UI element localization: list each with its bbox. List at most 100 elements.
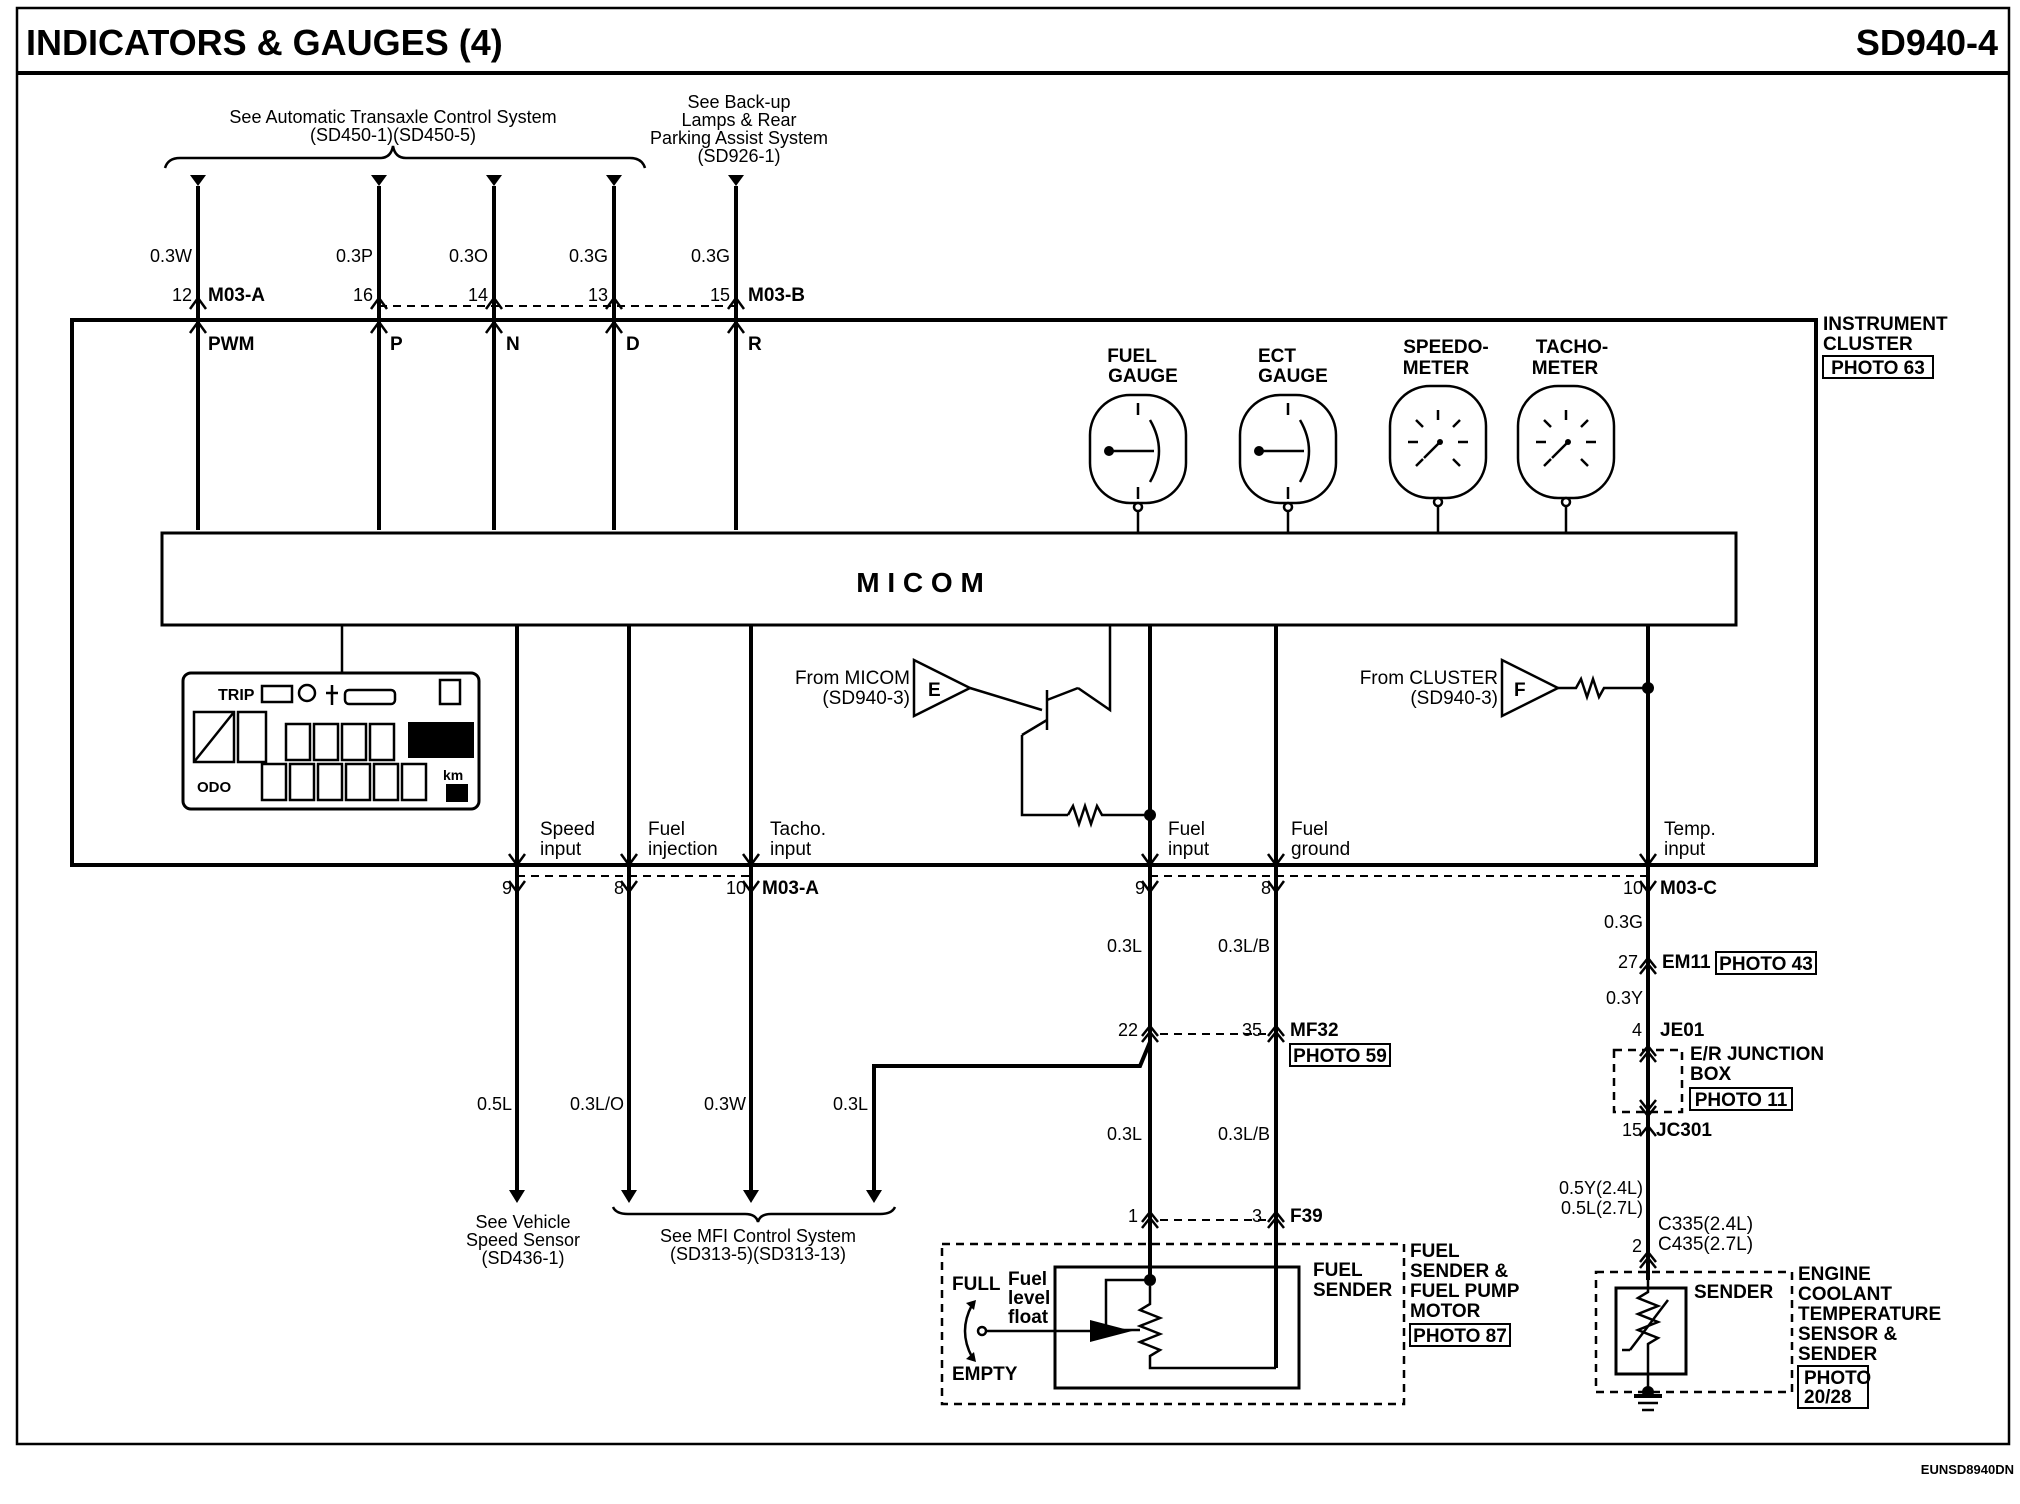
wire-injection-color: 0.3L/O: [570, 1094, 624, 1114]
backup-reference-line1: See Back-up: [687, 92, 790, 112]
connector-je01: JE01: [1660, 1020, 1705, 1041]
svg-text:ECT: ECT: [1258, 346, 1296, 367]
float-label-2: level: [1008, 1288, 1050, 1309]
fuel-input-label-1: Fuel: [1168, 819, 1205, 840]
svg-text:GAUGE: GAUGE: [1108, 366, 1178, 387]
fuel-ground-label-2: ground: [1291, 839, 1350, 860]
diagram-code: EUNSD8940DN: [1921, 1462, 2014, 1477]
mfi-reference-line2: (SD313-5)(SD313-13): [670, 1244, 846, 1264]
fuel-transistor: [969, 625, 1156, 828]
pin-number: 13: [588, 285, 608, 305]
unit-label: km: [443, 767, 463, 783]
pin-15: 15: [1622, 1120, 1642, 1140]
jc301-chevron: [1639, 1123, 1657, 1137]
svg-text:METER: METER: [1532, 358, 1599, 379]
photo-59-box: [1289, 1043, 1391, 1067]
mfi-fuel-branch-wire: [872, 1041, 1152, 1190]
signal-label: R: [748, 334, 762, 355]
pin-fuel-ground: 8: [1261, 878, 1271, 898]
signal-label: N: [506, 334, 520, 355]
speed-wire-arrow: [509, 1190, 525, 1203]
temp-pullup-resistor: [1558, 675, 1648, 701]
wire-color: 0.3G: [569, 246, 608, 266]
assy-label-2: SENDER &: [1410, 1261, 1508, 1282]
vss-reference-line1: See Vehicle: [475, 1212, 570, 1232]
pin-temp-input: 10: [1623, 878, 1643, 898]
photo-87-label: PHOTO 87: [1413, 1326, 1507, 1347]
top-wire-d: 0.3G 13 D: [569, 175, 640, 530]
ats-reference-line1: See Automatic Transaxle Control System: [229, 107, 556, 127]
pin-1: 1: [1128, 1206, 1138, 1226]
connector-m03b: M03-B: [748, 285, 805, 306]
photo-63-label: PHOTO 63: [1831, 358, 1925, 379]
lcd-display: TRIP ODO km: [181, 625, 481, 811]
temp-wire-color-3a: 0.5Y(2.4L): [1559, 1178, 1643, 1198]
top-wire-pwm: 0.3W 12 PWM: [150, 175, 254, 530]
connector-m03c: M03-C: [1660, 878, 1717, 899]
fuel-ground-wire-color: 0.3L/B: [1218, 936, 1270, 956]
backup-reference-line2: Lamps & Rear: [681, 110, 796, 130]
temp-wire-color-2: 0.3Y: [1606, 988, 1643, 1008]
fuel-sender-label-1: FUEL: [1313, 1260, 1363, 1281]
full-label: FULL: [952, 1274, 1001, 1295]
from-micom-ref: (SD940-3): [822, 688, 910, 709]
pin-2: 2: [1632, 1236, 1642, 1256]
empty-label: EMPTY: [952, 1364, 1018, 1385]
connector-c435: C435(2.7L): [1658, 1234, 1753, 1255]
ect-label-5: SENDER: [1798, 1344, 1877, 1365]
injection-wire-arrow: [621, 1190, 637, 1203]
speed-input-label-2: input: [540, 839, 582, 860]
temp-wire-color-1: 0.3G: [1604, 912, 1643, 932]
pin-tacho: 10: [726, 878, 746, 898]
micom-label: M I C O M: [856, 567, 984, 598]
fuel-ground-label-1: Fuel: [1291, 819, 1328, 840]
assy-label-1: FUEL: [1410, 1241, 1460, 1262]
pin-number: 12: [172, 285, 192, 305]
tacho-input-label-1: Tacho.: [770, 819, 826, 840]
cluster-label-line2: CLUSTER: [1823, 334, 1913, 355]
pin-22: 22: [1118, 1020, 1138, 1040]
wire-speed-color: 0.5L: [477, 1094, 512, 1114]
speedometer: SPEEDO- METER: [1388, 337, 1489, 534]
page-title: INDICATORS & GAUGES (4): [26, 22, 503, 63]
top-wire-p: 0.3P 16 P: [336, 175, 403, 530]
connector-f39: F39: [1290, 1206, 1323, 1227]
wire-color: 0.3P: [336, 246, 373, 266]
connector-m03a-bottom: M03-A: [762, 878, 819, 899]
ect-sender-label: SENDER: [1694, 1282, 1773, 1303]
temp-wire-color-3b: 0.5L(2.7L): [1561, 1198, 1643, 1218]
speed-input-label-1: Speed: [540, 819, 595, 840]
ect-label-1: ENGINE: [1798, 1264, 1871, 1285]
float-label-3: float: [1008, 1307, 1049, 1328]
temp-junction-dot: [1642, 682, 1654, 694]
ect-sender-assembly: SENDER ENGINE COOLANT TEMPERATURE SENSOR…: [1594, 1264, 1941, 1412]
page-frame: [15, 6, 2011, 1446]
photo-63-box: [1822, 355, 1934, 379]
mfi-branch-arrow: [866, 1190, 882, 1203]
from-cluster-triangle: [1500, 657, 1561, 719]
fuel-input-label-2: input: [1168, 839, 1210, 860]
backup-reference-line3: Parking Assist System: [650, 128, 828, 148]
mfi-branch-color: 0.3L: [833, 1094, 868, 1114]
top-wire-r: 0.3G 15 R: [691, 175, 762, 530]
c335-chevron-1: [1639, 1249, 1657, 1263]
photo-43-box: [1715, 951, 1817, 975]
wire-color: 0.3G: [691, 246, 730, 266]
svg-text:BOX: BOX: [1690, 1064, 1732, 1085]
pin-number: 15: [710, 285, 730, 305]
page-id: SD940-4: [1856, 22, 1998, 63]
pin-number: 14: [468, 285, 488, 305]
ats-reference-line2: (SD450-1)(SD450-5): [310, 125, 476, 145]
svg-text:E/R JUNCTION: E/R JUNCTION: [1690, 1044, 1824, 1065]
temp-input-label-1: Temp.: [1664, 819, 1716, 840]
c335-chevron-2: [1639, 1255, 1657, 1269]
connector-c335: C335(2.4L): [1658, 1214, 1753, 1235]
pin-injection: 8: [614, 878, 624, 898]
pin-speed: 9: [502, 878, 512, 898]
connector-em11: EM11: [1662, 952, 1711, 973]
float-label-1: Fuel: [1008, 1269, 1047, 1290]
fuel-injection-label-1: Fuel: [648, 819, 685, 840]
photo-59-label: PHOTO 59: [1293, 1046, 1387, 1067]
ect-photo-line1: PHOTO: [1804, 1368, 1871, 1389]
